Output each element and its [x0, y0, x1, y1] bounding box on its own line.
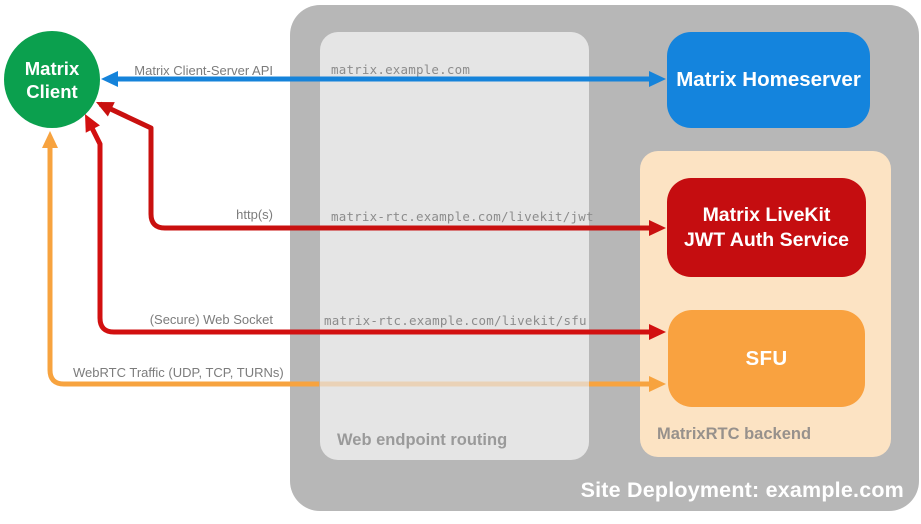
- web-endpoint-routing-box: Web endpoint routing: [320, 32, 589, 460]
- jwt-auth-service-label-line2: JWT Auth Service: [683, 228, 850, 251]
- matrix-client-label-line2: Client: [26, 80, 78, 102]
- matrix-homeserver-node: Matrix Homeserver: [667, 32, 870, 128]
- jwt-auth-service-node: Matrix LiveKit JWT Auth Service: [667, 178, 866, 277]
- jwt-auth-service-label-line1: Matrix LiveKit: [702, 203, 831, 226]
- homeserver-endpoint-url: matrix.example.com: [331, 62, 471, 77]
- sfu-node: SFU: [668, 310, 865, 407]
- matrix-client-node: Matrix Client: [4, 31, 100, 128]
- matrix-client-label-line1: Matrix: [24, 57, 80, 79]
- matrixrtc-backend-label: MatrixRTC backend: [657, 425, 812, 443]
- jwt-arrow-label: http(s): [236, 207, 273, 222]
- sfu-endpoint-url: matrix-rtc.example.com/livekit/sfu: [324, 313, 587, 328]
- matrix-homeserver-label: Matrix Homeserver: [676, 68, 861, 91]
- site-deployment-title: Site Deployment: example.com: [580, 478, 904, 502]
- cs-api-arrow-label: Matrix Client-Server API: [134, 63, 273, 78]
- webrtc-arrowhead-client: [42, 131, 58, 148]
- webrtc-arrow-label: WebRTC Traffic (UDP, TCP, TURNs): [73, 365, 284, 380]
- webrtc-arrow-line-left: [47, 146, 319, 387]
- sfu-label: SFU: [745, 346, 788, 370]
- jwt-endpoint-url: matrix-rtc.example.com/livekit/jwt: [331, 209, 594, 224]
- websocket-arrow-label: (Secure) Web Socket: [149, 312, 273, 327]
- web-endpoint-routing-label: Web endpoint routing: [337, 431, 508, 449]
